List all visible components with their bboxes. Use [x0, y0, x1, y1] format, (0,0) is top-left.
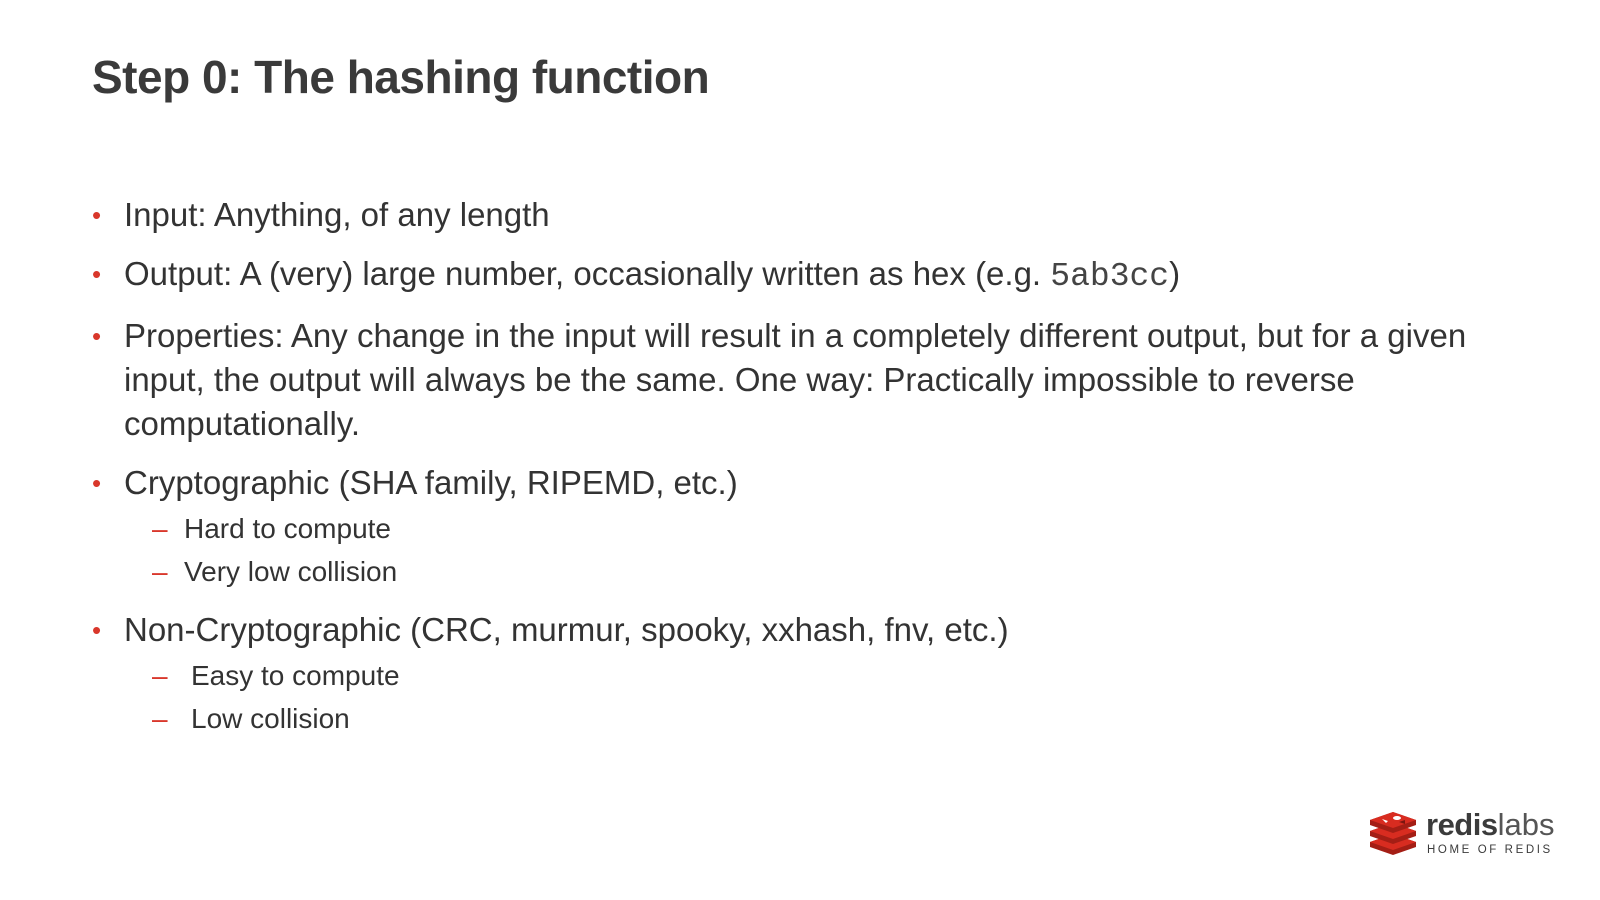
bullet-text: Cryptographic (SHA family, RIPEMD, etc.)	[124, 464, 738, 501]
sub-item: – Hard to compute	[124, 507, 1532, 550]
bullet-text: Output: A (very) large number, occasiona…	[124, 255, 1051, 292]
bullet-text: Non-Cryptographic (CRC, murmur, spooky, …	[124, 611, 1009, 648]
page-title: Step 0: The hashing function	[92, 51, 710, 103]
logo-tagline: HOME OF REDIS	[1427, 844, 1553, 856]
hex-example-code: 5ab3cc	[1050, 258, 1170, 295]
bullet-text: Properties: Any change in the input will…	[124, 317, 1467, 442]
bullet-text-closing: )	[1169, 255, 1181, 292]
bullet-marker: •	[92, 615, 102, 645]
bullet-marker: •	[92, 259, 102, 289]
bullet-non-cryptographic: • Non-Cryptographic (CRC, murmur, spooky…	[92, 608, 1532, 740]
sub-item-text: Easy to compute	[191, 660, 400, 691]
bullet-properties: • Properties: Any change in the input wi…	[92, 314, 1532, 446]
logo-word-bold: redis	[1426, 807, 1498, 842]
bullet-output: • Output: A (very) large number, occasio…	[92, 252, 1532, 299]
bullet-marker: •	[92, 200, 102, 230]
bullet-cryptographic: • Cryptographic (SHA family, RIPEMD, etc…	[92, 461, 1532, 593]
logo-wordmark: redislabs	[1426, 808, 1554, 842]
sub-list: – Easy to compute – Low collision	[124, 654, 1532, 740]
redis-cube-stack-icon	[1370, 812, 1416, 855]
bullet-marker: •	[92, 468, 102, 498]
sub-marker: –	[152, 556, 168, 587]
bullet-list: • Input: Anything, of any length • Outpu…	[92, 193, 1532, 755]
redislabs-logo: redislabs HOME OF REDIS	[1368, 808, 1558, 864]
logo-word-light: labs	[1497, 807, 1555, 842]
sub-marker: –	[152, 703, 168, 734]
sub-marker: –	[152, 660, 168, 691]
sub-item-text: Very low collision	[184, 556, 398, 587]
sub-item: – Low collision	[124, 697, 1532, 740]
bullet-text: Input: Anything, of any length	[124, 196, 550, 233]
sub-item-text: Low collision	[191, 703, 350, 734]
bullet-input: • Input: Anything, of any length	[92, 193, 1532, 237]
bullet-marker: •	[92, 321, 102, 351]
sub-item: – Very low collision	[124, 550, 1532, 593]
sub-list: – Hard to compute – Very low collision	[124, 507, 1532, 593]
sub-item: – Easy to compute	[124, 654, 1532, 697]
sub-marker: –	[152, 513, 168, 544]
sub-item-text: Hard to compute	[184, 513, 391, 544]
